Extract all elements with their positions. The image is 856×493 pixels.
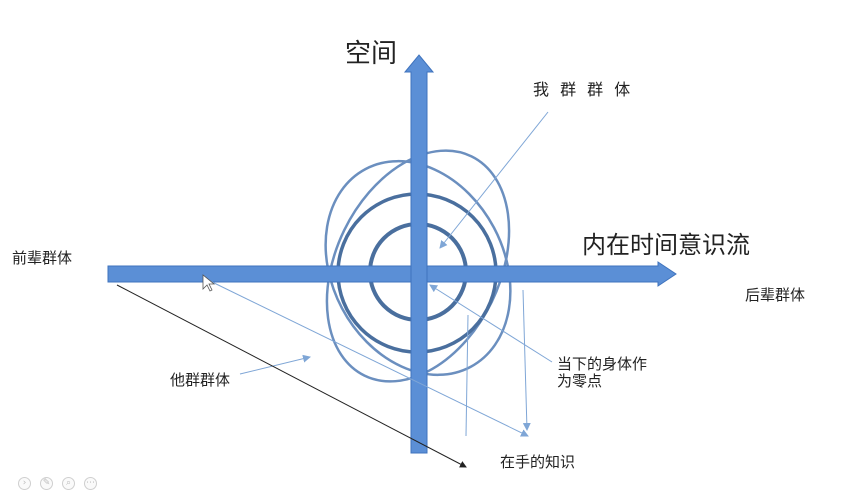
other-group-label: 他群群体	[170, 371, 231, 389]
self-group-pointer	[439, 111, 549, 249]
present-body-label: 当下的身体作 为零点	[557, 355, 648, 391]
pen-icon[interactable]: ✎	[40, 477, 53, 490]
knowledge-pointer-vertical	[522, 289, 531, 431]
mouse-cursor-icon	[202, 274, 216, 292]
previous-generation-label: 前辈群体	[12, 249, 73, 267]
outer-ellipse-left-tilt	[324, 159, 512, 377]
zoom-icon[interactable]: ⌕	[62, 477, 75, 490]
space-axis-arrow	[403, 54, 435, 454]
knowledge-pointer-black	[116, 284, 467, 468]
space-axis-label: 空间	[345, 39, 398, 69]
present-body-line-1: 当下的身体作	[557, 355, 648, 373]
present-body-pointer	[429, 284, 553, 363]
menu-icon[interactable]: ⋯	[84, 477, 97, 490]
self-group-label: 我 群 群 体	[533, 80, 634, 99]
time-axis-arrow	[107, 261, 677, 287]
knowledge-pointer-mid	[465, 314, 469, 437]
present-body-line-2: 为零点	[557, 372, 603, 391]
pointer-icon[interactable]: ›	[18, 477, 31, 490]
other-group-pointer	[239, 354, 311, 375]
next-generation-label: 后辈群体	[745, 286, 806, 304]
knowledge-at-hand-label: 在手的知识	[500, 453, 576, 471]
knowledge-pointer-long	[209, 280, 529, 437]
time-axis-label: 内在时间意识流	[582, 231, 750, 259]
